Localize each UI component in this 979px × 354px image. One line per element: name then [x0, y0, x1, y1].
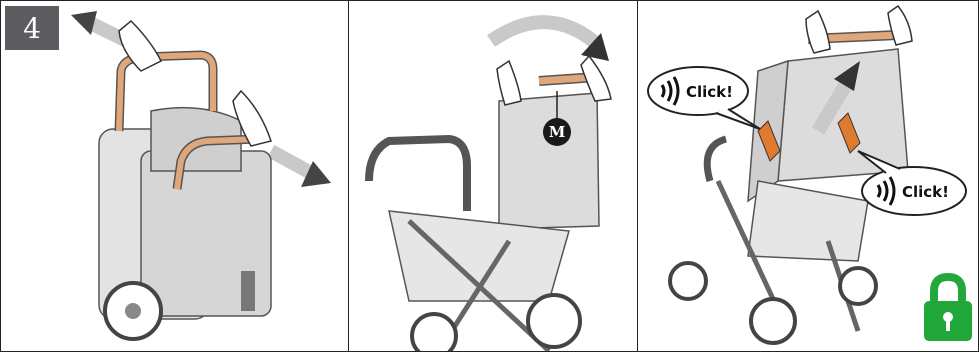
unlock-padlock-icon [924, 277, 972, 341]
click-bubble-bottom: Click! [858, 151, 966, 215]
stroller-locked-illustration: Click! Click! [638, 1, 979, 352]
curved-arrow-icon [491, 22, 599, 46]
panel-3-lock-click: Click! Click! [637, 0, 979, 352]
arrow-right-down-icon [271, 151, 311, 173]
click-bubble-top: Click! [648, 67, 760, 129]
stroller-lift-illustration: M [349, 1, 638, 352]
click-label-top: Click! [686, 83, 733, 101]
panel-1-unfold-handles: 4 [0, 0, 349, 352]
marker-m-label: M [549, 123, 566, 141]
stroller-folded-illustration [1, 1, 349, 352]
panel-2-lift-seat: M [348, 0, 638, 352]
click-label-bottom: Click! [902, 183, 949, 201]
